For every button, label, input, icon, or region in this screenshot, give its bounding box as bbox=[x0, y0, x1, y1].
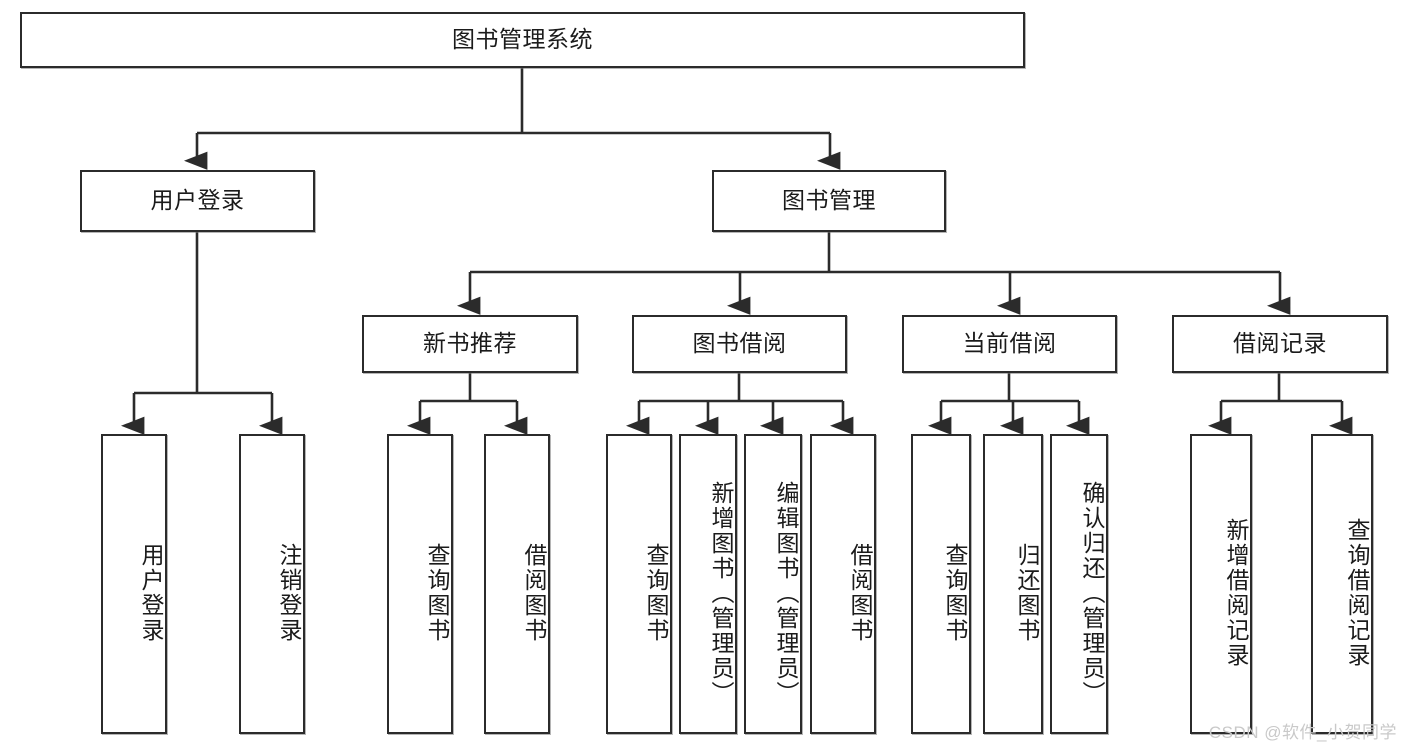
node-label: 确认归还（管理员） bbox=[1079, 480, 1105, 706]
node-label: 查询图书 bbox=[942, 543, 968, 643]
node-label: 新增借阅记录 bbox=[1223, 518, 1249, 668]
node-label: 图书管理系统 bbox=[452, 26, 593, 53]
node-label: 归还图书 bbox=[1014, 543, 1040, 643]
node-label: 注销登录 bbox=[276, 543, 302, 643]
node-book-management[interactable]: 图书管理 bbox=[712, 170, 946, 232]
node-label: 新书推荐 bbox=[423, 330, 517, 357]
node-label: 当前借阅 bbox=[962, 330, 1057, 357]
node-book-borrow[interactable]: 图书借阅 bbox=[632, 315, 847, 373]
node-label: 查询借阅记录 bbox=[1344, 518, 1370, 668]
leaf-query-book-recommend[interactable]: 查询图书 bbox=[387, 434, 453, 734]
leaf-add-borrow-record[interactable]: 新增借阅记录 bbox=[1190, 434, 1252, 734]
node-user-login[interactable]: 用户登录 bbox=[80, 170, 315, 232]
node-label: 借阅记录 bbox=[1233, 330, 1327, 357]
leaf-query-book-current[interactable]: 查询图书 bbox=[911, 434, 971, 734]
node-label: 编辑图书（管理员） bbox=[773, 480, 799, 706]
node-label: 用户登录 bbox=[138, 543, 164, 643]
node-label: 图书管理 bbox=[782, 187, 876, 214]
node-label: 图书借阅 bbox=[692, 330, 787, 357]
node-borrow-record[interactable]: 借阅记录 bbox=[1172, 315, 1388, 373]
node-label: 用户登录 bbox=[150, 187, 245, 214]
leaf-confirm-return-admin[interactable]: 确认归还（管理员） bbox=[1050, 434, 1108, 734]
leaf-borrow-book[interactable]: 借阅图书 bbox=[810, 434, 876, 734]
leaf-query-book-borrow[interactable]: 查询图书 bbox=[606, 434, 672, 734]
leaf-return-book[interactable]: 归还图书 bbox=[983, 434, 1043, 734]
leaf-borrow-book-recommend[interactable]: 借阅图书 bbox=[484, 434, 550, 734]
node-label: 查询图书 bbox=[424, 543, 450, 643]
node-current-borrow[interactable]: 当前借阅 bbox=[902, 315, 1117, 373]
watermark: CSDN @软件_小贺同学 bbox=[1208, 723, 1397, 742]
leaf-logout[interactable]: 注销登录 bbox=[239, 434, 305, 734]
node-root[interactable]: 图书管理系统 bbox=[20, 12, 1025, 68]
leaf-edit-book-admin[interactable]: 编辑图书（管理员） bbox=[744, 434, 802, 734]
leaf-add-book-admin[interactable]: 新增图书（管理员） bbox=[679, 434, 737, 734]
leaf-query-borrow-record[interactable]: 查询借阅记录 bbox=[1311, 434, 1373, 734]
node-label: 借阅图书 bbox=[847, 543, 873, 643]
node-label: 查询图书 bbox=[643, 543, 669, 643]
node-label: 借阅图书 bbox=[521, 543, 547, 643]
node-new-book-recommend[interactable]: 新书推荐 bbox=[362, 315, 578, 373]
node-label: 新增图书（管理员） bbox=[708, 480, 734, 706]
leaf-user-login[interactable]: 用户登录 bbox=[101, 434, 167, 734]
